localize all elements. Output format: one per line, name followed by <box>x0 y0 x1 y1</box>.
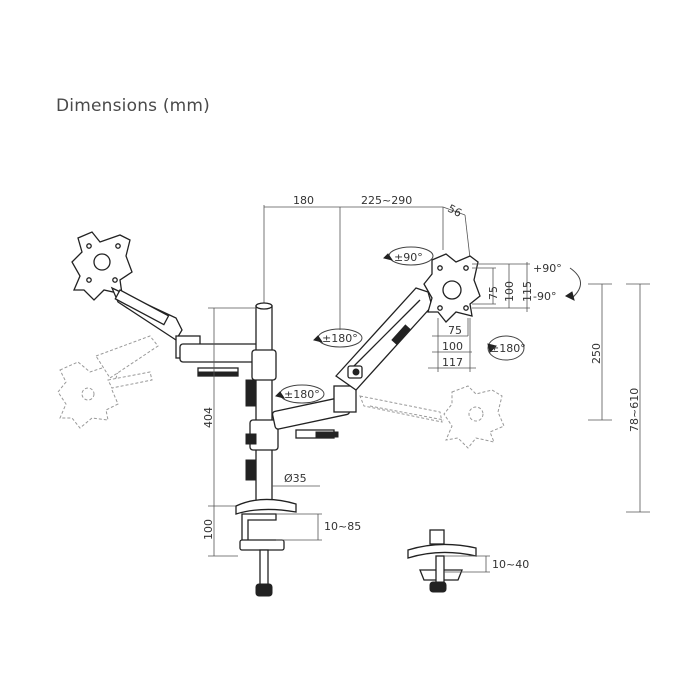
dim-vesa-75w: 75 <box>448 324 462 337</box>
dim-vesa-100h: 100 <box>503 281 516 302</box>
left-ghost-monitor <box>57 335 159 429</box>
dim-225-290: 225~290 <box>361 194 412 207</box>
pole <box>245 302 279 507</box>
rotation-arm-lower-180: ±180° <box>275 384 325 404</box>
pole-diameter: Ø35 <box>272 472 320 487</box>
rot-tilt-up: +90° <box>533 262 562 275</box>
dim-vesa-75h: 75 <box>487 286 500 300</box>
vesa-dimensions: 75 100 115 75 100 117 <box>428 262 534 372</box>
left-arm <box>175 335 261 377</box>
rot-tilt-down: -90° <box>533 290 556 303</box>
pole-dimensions: 404 100 <box>202 307 256 557</box>
left-vesa-plate <box>71 231 183 341</box>
rot-panel-180: ±180° <box>490 342 526 355</box>
dim-56: 56 <box>445 202 463 220</box>
right-ghost-monitor <box>359 385 505 449</box>
dim-100: 100 <box>202 519 215 540</box>
dim-10-85: 10~85 <box>324 520 361 533</box>
rot-arm-lower-180: ±180° <box>284 388 320 401</box>
dim-404: 404 <box>202 407 215 428</box>
dim-vesa-115h: 115 <box>521 281 534 302</box>
right-lower-arm <box>271 385 357 439</box>
top-dimensions: 180 225~290 56 <box>263 194 471 330</box>
rot-swivel-90: ±90° <box>394 251 423 264</box>
rotation-tilt: +90° -90° <box>533 262 581 303</box>
dim-250: 250 <box>590 343 603 364</box>
rotation-arm-upper-180: ±180° <box>313 328 363 348</box>
dim-vesa-100w: 100 <box>442 340 463 353</box>
right-vesa-plate <box>423 253 481 323</box>
dim-78-610: 78~610 <box>628 388 641 432</box>
desk-clamp: 10~85 <box>235 498 361 597</box>
grommet-mount: 10~40 <box>407 529 529 593</box>
rotation-swivel-90: ±90° <box>383 246 434 266</box>
right-gas-arm <box>335 287 433 391</box>
rot-arm-upper-180: ±180° <box>322 332 358 345</box>
dim-180: 180 <box>293 194 314 207</box>
rotation-panel-180: ±180° <box>487 335 526 361</box>
dim-vesa-117w: 117 <box>442 356 463 369</box>
dim-10-40: 10~40 <box>492 558 529 571</box>
dim-35: Ø35 <box>284 472 307 485</box>
page-title: Dimensions (mm) <box>56 96 211 116</box>
height-dimensions: 250 78~610 <box>588 283 650 513</box>
